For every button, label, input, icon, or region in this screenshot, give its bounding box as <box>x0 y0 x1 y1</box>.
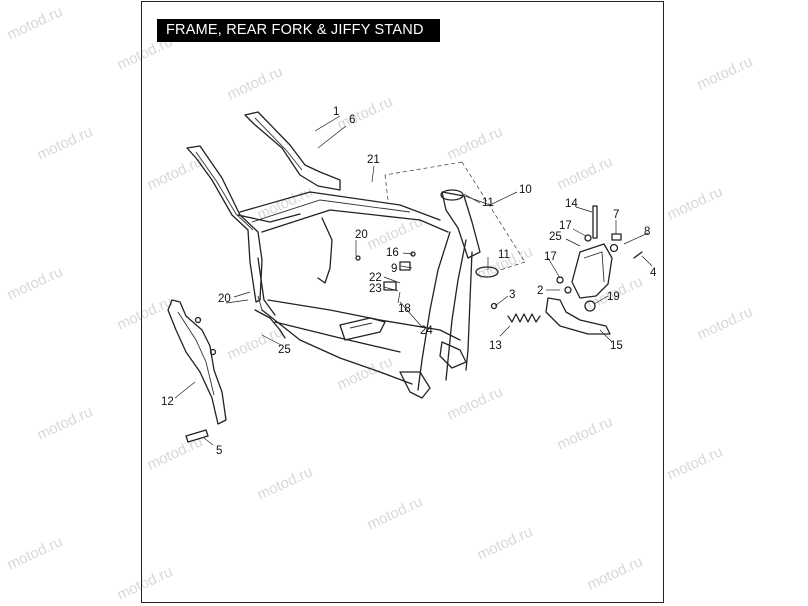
callout-23: 23 <box>369 283 382 295</box>
callout-17: 17 <box>544 251 557 263</box>
callout-20: 20 <box>218 293 231 305</box>
callout-13: 13 <box>489 340 502 352</box>
watermark-text: motod.ru <box>35 123 96 163</box>
leader-lines <box>174 115 653 446</box>
callout-6: 6 <box>349 114 355 126</box>
watermark-text: motod.ru <box>695 303 756 343</box>
callout-3: 3 <box>509 289 515 301</box>
frame-assembly <box>186 111 499 399</box>
callout-4: 4 <box>650 267 657 279</box>
watermark-text: motod.ru <box>665 183 726 223</box>
jiffy-stand-assembly <box>507 205 643 335</box>
callout-9: 9 <box>391 263 397 275</box>
callout-25: 25 <box>278 344 291 356</box>
callout-10: 10 <box>519 184 532 196</box>
callout-22: 22 <box>369 272 382 284</box>
callout-15: 15 <box>610 340 623 352</box>
watermark-text: motod.ru <box>5 3 66 43</box>
callout-2: 2 <box>537 285 543 297</box>
callout-20: 20 <box>355 229 368 241</box>
callout-21: 21 <box>367 154 380 166</box>
callout-14: 14 <box>565 198 578 210</box>
watermark-text: motod.ru <box>35 403 96 443</box>
callout-7: 7 <box>613 209 619 221</box>
callout-12: 12 <box>161 396 174 408</box>
rear-bracket-part-12 <box>167 299 227 443</box>
callout-16: 16 <box>386 247 399 259</box>
callout-25: 25 <box>549 231 562 243</box>
callout-11: 11 <box>498 249 510 261</box>
callout-8: 8 <box>644 226 650 238</box>
watermark-text: motod.ru <box>665 443 726 483</box>
callout-labels: 1 6 21 10 11 11 20 16 9 22 23 18 24 20 2… <box>161 106 657 457</box>
callout-18: 18 <box>398 303 411 315</box>
page-title: FRAME, REAR FORK & JIFFY STAND <box>157 19 440 42</box>
callout-11: 11 <box>482 197 494 209</box>
callout-1: 1 <box>333 106 339 118</box>
watermark-text: motod.ru <box>695 53 756 93</box>
callout-17: 17 <box>559 220 572 232</box>
diagram-border <box>141 1 664 603</box>
callout-19: 19 <box>607 291 620 303</box>
watermark-text: motod.ru <box>5 533 66 573</box>
diagram-page <box>141 0 667 606</box>
watermark-text: motod.ru <box>5 263 66 303</box>
callout-24: 24 <box>420 325 433 337</box>
callout-5: 5 <box>216 445 222 457</box>
